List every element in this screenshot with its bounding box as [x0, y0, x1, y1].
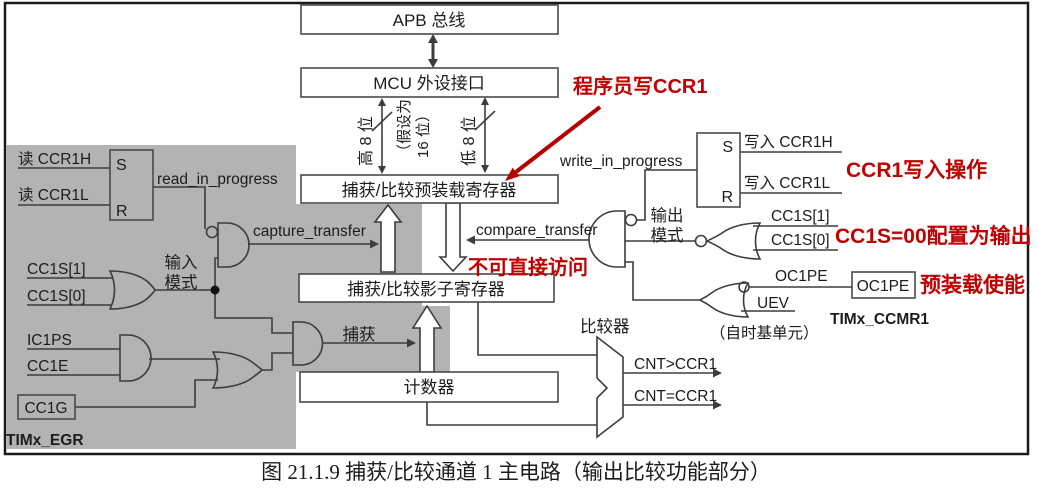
annotation-no-direct-access: 不可直接访问	[468, 255, 588, 279]
apb-bus-box	[300, 4, 559, 35]
cnt-eq-ccr1-label: CNT=CCR1	[634, 388, 717, 405]
arrowheads	[370, 34, 722, 410]
nor-output-bubble	[694, 234, 708, 248]
connector-lines	[18, 40, 852, 426]
read-srff-s-label: S	[116, 157, 127, 174]
input-mode-or-gate	[108, 270, 156, 310]
shadow-register-box	[298, 273, 555, 303]
figure-caption: 图 21.1.9 捕获/比较通道 1 主电路（输出比较功能部分）	[261, 460, 771, 484]
cnt-gt-ccr1-label: CNT>CCR1	[634, 356, 717, 373]
logic-gates	[108, 210, 762, 389]
mcu-interface-box	[300, 67, 559, 98]
register-boxes	[17, 4, 916, 420]
oc1pe-uev-or-gate	[698, 282, 750, 318]
shadow-register-label: 捕获/比较影子寄存器	[347, 280, 505, 299]
cc1g-label: CC1G	[24, 400, 67, 417]
input-mode-label-2: 模式	[165, 273, 198, 292]
bus-low-label: 低 8 位	[460, 116, 478, 166]
write-srff-s-label: S	[722, 139, 733, 156]
oc1pe-signal-label: OC1PE	[775, 268, 828, 285]
ic1ps-cc1e-and-gate	[119, 334, 152, 382]
output-mode-label-2: 模式	[651, 226, 684, 245]
uev-label: UEV	[757, 295, 790, 312]
write-srff-box	[696, 132, 741, 208]
read-srff-r-label: R	[116, 203, 128, 220]
timx-egr-label: TIMx_EGR	[6, 432, 84, 449]
comparator-shape	[596, 335, 624, 439]
write-in-progress-label: write_in_progress	[559, 153, 683, 170]
counter-box	[299, 371, 559, 403]
time-base-note-label: （自时基单元）	[710, 324, 819, 342]
capture-label: 捕获	[343, 325, 376, 344]
compare-transfer-label: compare_transfer	[476, 222, 597, 239]
oc1pe-box	[851, 271, 916, 299]
cc1e-label: CC1E	[27, 358, 68, 375]
cc1g-box	[17, 394, 76, 420]
annotation-programmer-write-ccr1: 程序员写CCR1	[573, 74, 707, 98]
bus-assumed-label-2: 16 位）	[415, 107, 432, 158]
hollow-transfer-arrows	[373, 202, 468, 373]
bus-high-label: 高 8 位	[357, 116, 375, 166]
read-ccr1l-label: 读 CCR1L	[18, 186, 89, 204]
ic1ps-label: IC1PS	[27, 332, 72, 349]
read-in-progress-label: read_in_progress	[157, 171, 278, 188]
oc1pe-box-label: OC1PE	[857, 278, 910, 295]
programmer-write-arrow	[505, 105, 602, 181]
capture-up-arrow	[373, 203, 403, 273]
capture-transfer-and-gate	[217, 222, 250, 268]
write-srff-r-label: R	[721, 189, 733, 206]
annotation-preload-enable: 预装载使能	[920, 273, 1025, 297]
write-ccr1l-label: 写入 CCR1L	[744, 175, 831, 192]
output-mode-nor-gate	[705, 222, 762, 260]
read-invert-bubble	[205, 225, 219, 239]
bus-assumed-label-1: （假设为	[396, 99, 413, 159]
apb-bus-label: APB 总线	[393, 11, 466, 30]
preload-register-box	[300, 174, 559, 204]
cc1s1-left-label: CC1S[1]	[27, 261, 86, 278]
cc1s0-right-label: CC1S[0]	[771, 232, 830, 249]
read-ccr1h-label: 读 CCR1H	[18, 150, 91, 168]
cc1s0-left-label: CC1S[0]	[27, 288, 86, 305]
annotation-cc1s-output-config: CC1S=00配置为输出	[835, 224, 1032, 248]
mode-junction-dot	[210, 285, 220, 295]
output-mode-label-1: 输出	[651, 206, 684, 225]
read-srff-box	[109, 149, 154, 221]
oc1pe-invert-bubble	[738, 281, 750, 293]
timx-ccmr1-label: TIMx_CCMR1	[830, 311, 929, 328]
comparator-label: 比较器	[580, 317, 630, 336]
input-mode-label-1: 输入	[165, 253, 198, 272]
write-invert-bubble	[624, 213, 638, 227]
write-ccr1h-label: 写入 CCR1H	[744, 134, 833, 151]
capture-and-gate	[292, 321, 324, 366]
cc1s1-right-label: CC1S[1]	[771, 208, 830, 225]
preload-register-label: 捕获/比较预装载寄存器	[342, 181, 517, 200]
event-or-gate	[211, 351, 264, 389]
compare-transfer-and-gate	[588, 210, 626, 268]
mcu-interface-label: MCU 外设接口	[373, 74, 484, 93]
counter-label: 计数器	[404, 378, 455, 397]
capture-transfer-label: capture_transfer	[253, 223, 366, 240]
annotation-ccr1-write-operation: CCR1写入操作	[846, 158, 987, 182]
